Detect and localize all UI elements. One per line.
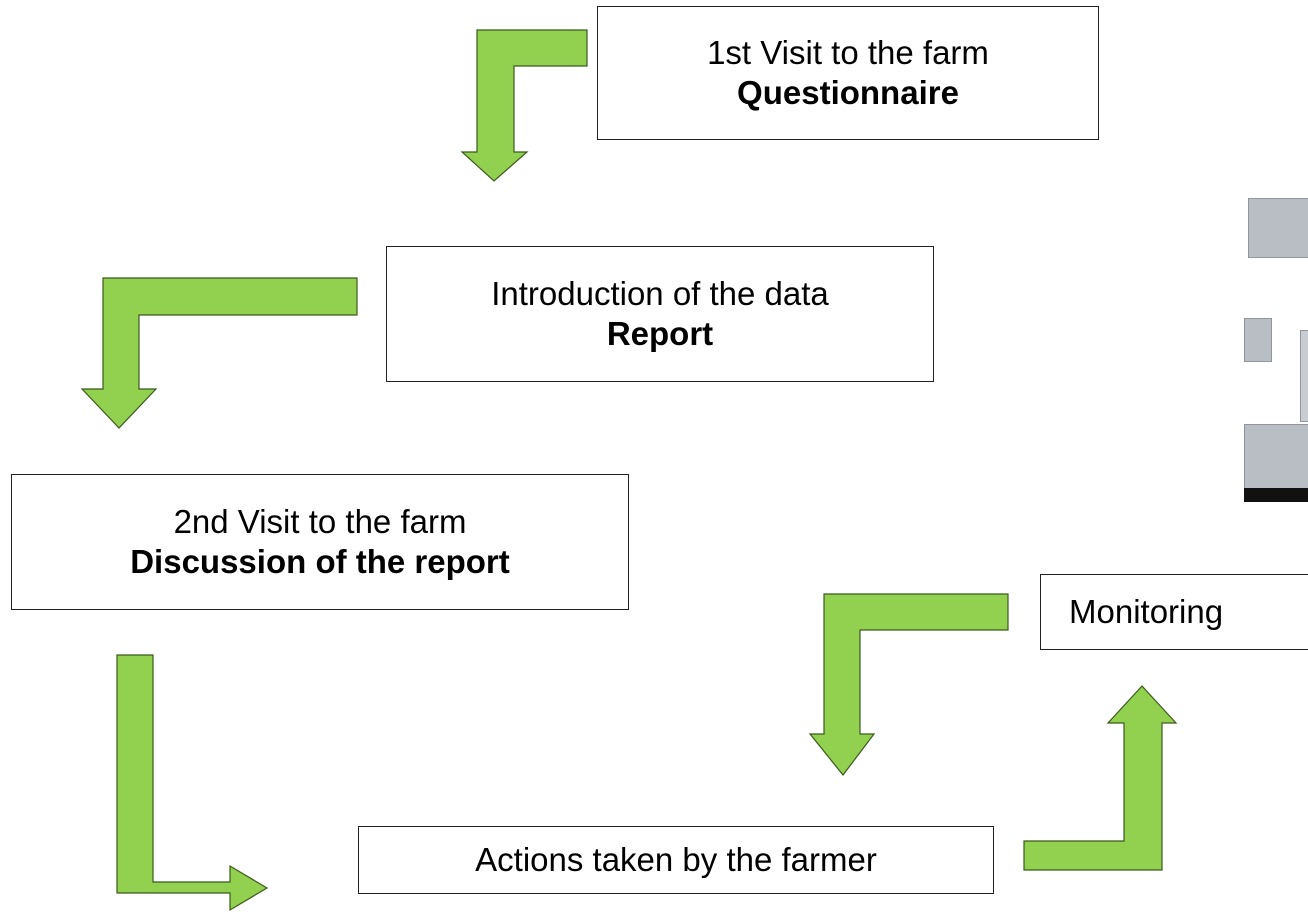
step-line1: Actions taken by the farmer [475,841,877,879]
step-box-actions: Actions taken by the farmer [358,826,994,894]
step-box-second-visit: 2nd Visit to the farm Discussion of the … [11,474,629,610]
step-line2: Report [606,315,714,352]
cropped-diagram-thumbnail [1240,180,1308,520]
arrow-step3-to-step4 [116,654,269,912]
arrow-step4-to-step5 [1023,685,1178,871]
step-line1: 2nd Visit to the farm [173,503,467,541]
step-box-first-visit: 1st Visit to the farm Questionnaire [597,6,1099,140]
arrow-step2-to-step3 [80,277,358,429]
arrow-step5-to-step4 [808,593,1009,776]
step-line2: Questionnaire [737,74,959,111]
step-line1: Introduction of the data [491,275,829,313]
step-line1: Monitoring [1069,593,1224,631]
step-line2: Discussion of the report [130,543,510,580]
step-line1: 1st Visit to the farm [707,34,989,72]
step-box-introduction-data: Introduction of the data Report [386,246,934,382]
step-box-monitoring: Monitoring [1040,574,1308,650]
arrow-step1-to-step2 [460,29,588,182]
